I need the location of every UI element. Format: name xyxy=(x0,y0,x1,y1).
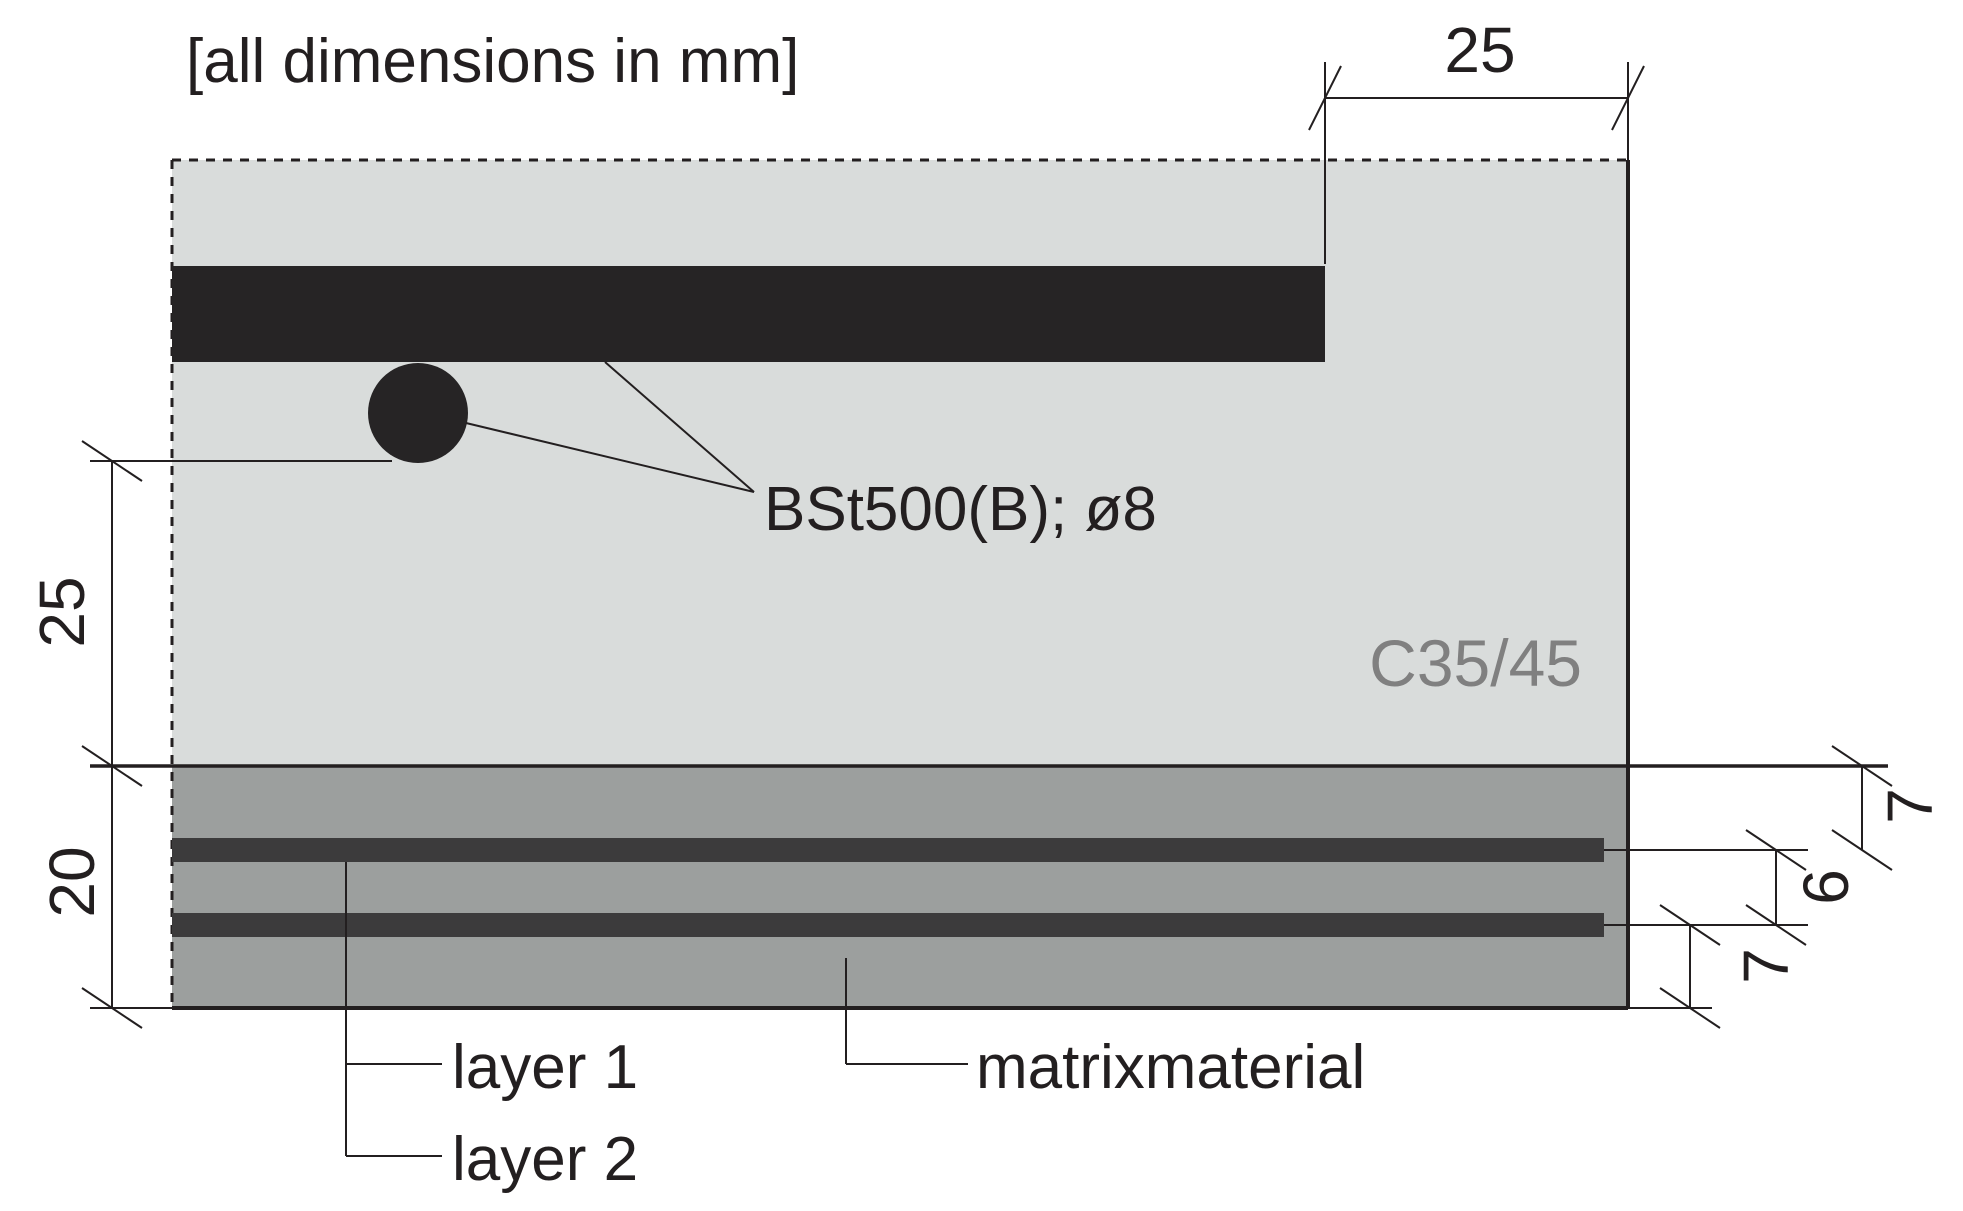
right-bottom-value: 7 xyxy=(1730,948,1802,984)
left-lower-value: 20 xyxy=(36,846,108,917)
matrix-leader xyxy=(845,958,968,1065)
matrix-region xyxy=(172,766,1628,1008)
concrete-label: C35/45 xyxy=(1369,626,1582,700)
dimensions-note: [all dimensions in mm] xyxy=(186,27,799,96)
matrix-label: matrixmaterial xyxy=(976,1033,1365,1102)
longitudinal-rebar xyxy=(172,266,1325,362)
right-top-value: 7 xyxy=(1874,788,1946,824)
top-cover-value: 25 xyxy=(1444,14,1515,86)
concrete-region xyxy=(172,160,1628,766)
right-middle-value: 6 xyxy=(1790,869,1862,905)
rebar-label: BSt500(B); ø8 xyxy=(764,475,1157,544)
layer-1-label: layer 1 xyxy=(452,1033,638,1102)
right-dimension-chain xyxy=(1604,745,1893,1029)
layer-2-label: layer 2 xyxy=(452,1125,638,1194)
left-dimension-chain xyxy=(81,440,392,1029)
transverse-rebar xyxy=(368,363,468,463)
left-upper-value: 25 xyxy=(26,576,98,647)
rebar-leaders xyxy=(465,361,755,493)
textile-layer-2 xyxy=(172,913,1604,937)
textile-layer-1 xyxy=(172,838,1604,862)
top-cover-dimension xyxy=(1308,62,1645,264)
layer-leaders xyxy=(345,862,442,1157)
